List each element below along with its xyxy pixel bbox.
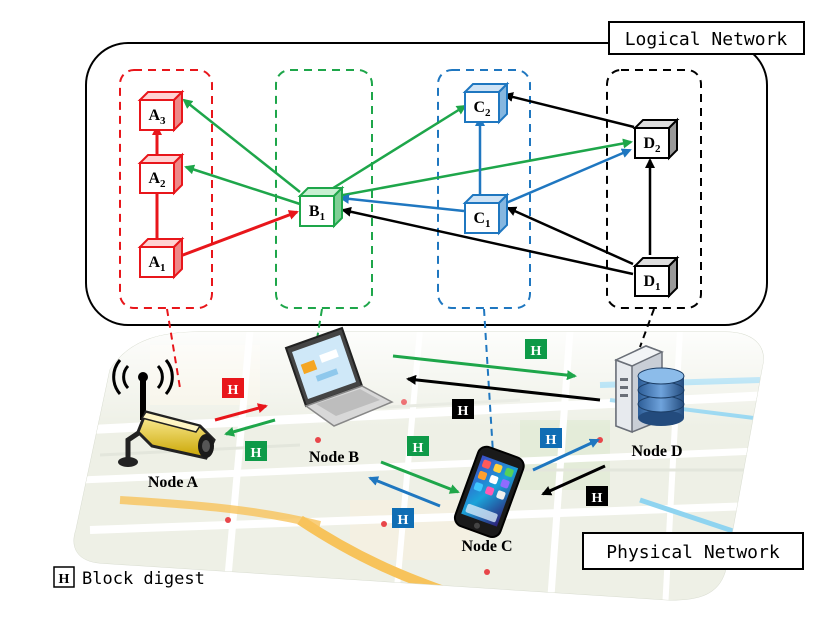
transfer-d-c [541,464,606,496]
edge-d1-b1 [341,206,634,276]
group-c-boundary [437,69,531,309]
block-a2: A2 [137,152,185,196]
digest-badge-green-d: H [525,339,547,359]
transfer-c-b [368,476,441,508]
edge-a1-b1 [174,210,299,260]
edge-c1-b1 [339,193,465,213]
logical-network-title-box [608,21,805,55]
legend: H Block digest [53,566,205,589]
svg-text:H: H [413,441,424,456]
svg-text:A1: A1 [148,254,165,274]
svg-text:H: H [592,491,603,506]
edge-b1-a2 [184,164,301,206]
svg-text:A2: A2 [148,170,166,190]
logical-network-panel [85,42,768,326]
physical-transmissions [214,354,606,508]
edge-b1-d2 [337,138,633,198]
node-a-label: Node A [148,474,199,491]
block-c2: C2 [462,81,510,125]
physical-network-title: Physical Network [606,542,780,563]
transfer-a-b [214,403,268,422]
svg-text:B1: B1 [309,203,325,223]
transfer-c-d [532,438,600,472]
wifi-camera-icon [112,359,216,467]
block-a3: A3 [137,89,185,133]
svg-text:C1: C1 [473,210,490,230]
node-b-label: Node B [309,449,360,466]
block-d1: D1 [632,255,680,299]
transfer-d-b [406,374,601,402]
group-a-boundary [119,69,213,309]
digest-badge-red: H [222,378,244,398]
physical-network-title-box [582,532,804,570]
svg-text:H: H [531,344,542,359]
digest-badge-black-b: H [452,399,474,419]
block-b1: B1 [297,185,345,229]
transfer-b-a [224,418,276,437]
smartphone-icon [453,445,525,539]
edge-b1-c2 [329,104,467,192]
block-d2: D2 [632,117,680,161]
legend-digest-symbol-box [53,566,75,588]
laptop-icon [284,326,394,427]
edge-b1-a3 [182,98,301,193]
node-c-label: Node C [461,538,512,555]
edge-d2-c2 [503,92,635,129]
digest-badge-green-c: H [407,436,429,456]
edge-d1-c1 [506,206,634,266]
svg-text:H: H [228,383,239,398]
svg-text:H: H [458,404,469,419]
svg-text:H: H [546,433,557,448]
digest-badge-blue-b: H [392,508,414,528]
database-server-icon [614,345,685,434]
svg-text:D2: D2 [643,135,661,155]
group-b-boundary [275,69,373,309]
svg-text:C2: C2 [473,99,491,119]
block-a1: A1 [137,236,185,280]
digest-badge-green-a: H [245,441,267,461]
legend-digest-symbol: H [59,572,70,587]
svg-text:H: H [398,513,409,528]
group-d-boundary [606,69,702,309]
legend-label: Block digest [82,569,205,589]
digest-badge-black-c: H [586,486,608,506]
svg-text:A3: A3 [148,107,166,127]
logical-network-title: Logical Network [625,29,788,50]
node-d-label: Node D [631,443,682,460]
svg-text:D1: D1 [643,273,660,293]
digest-badge-blue-d: H [540,428,562,448]
transfer-b-c [380,460,460,494]
svg-text:H: H [251,446,262,461]
logical-edges [152,92,655,276]
edge-c1-d2 [505,148,632,205]
transfer-b-d [392,354,577,381]
block-c1: C1 [462,192,510,236]
